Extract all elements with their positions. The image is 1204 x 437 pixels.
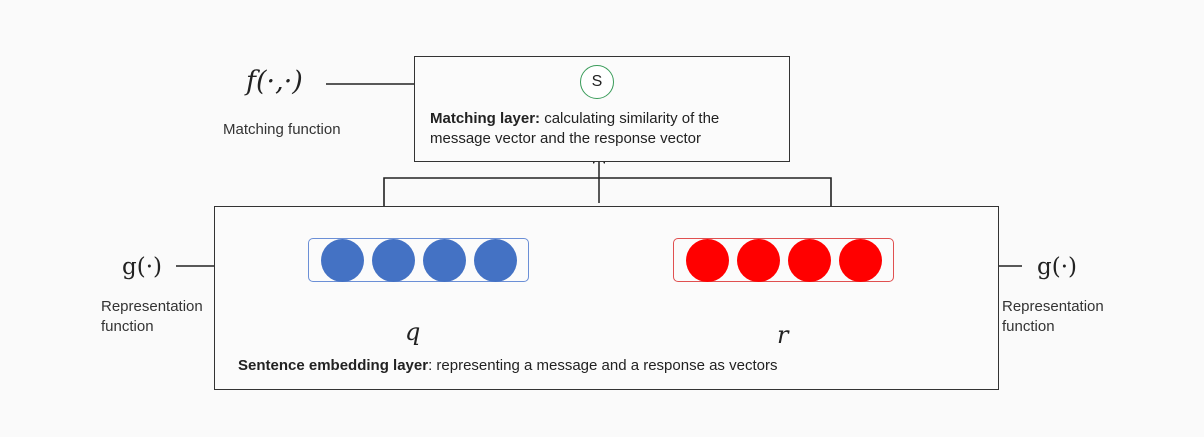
matching-function-symbol: f(·,·) xyxy=(246,66,303,97)
response-variable: r xyxy=(777,321,789,349)
matching-function-label: Matching function xyxy=(223,121,341,138)
embedding-layer-box xyxy=(214,206,999,390)
embedding-layer-desc: : representing a message and a response … xyxy=(428,357,778,374)
response-vector xyxy=(673,238,894,282)
query-vector-dim-4 xyxy=(474,238,517,282)
query-vector-dim-1 xyxy=(321,238,364,282)
left-representation-symbol: g(·) xyxy=(122,254,162,280)
matching-layer-title: Matching layer: xyxy=(430,110,541,127)
query-variable: q xyxy=(405,318,421,346)
embedding-layer-description: Sentence embedding layer: representing a… xyxy=(238,356,978,376)
similarity-score-label: S xyxy=(591,73,603,90)
query-vector-dim-2 xyxy=(372,238,415,282)
left-representation-label: Representation function xyxy=(101,297,203,337)
left-representation-label-1: Representation xyxy=(101,298,203,315)
right-representation-label-2: function xyxy=(1002,318,1055,335)
response-vector-dim-3 xyxy=(788,238,831,282)
embedding-layer-title: Sentence embedding layer xyxy=(238,357,429,374)
query-vector-dim-3 xyxy=(423,238,466,282)
response-vector-dim-2 xyxy=(737,238,780,282)
matching-layer-desc-2: message vector and the response vector xyxy=(430,130,701,147)
right-representation-label: Representation function xyxy=(1002,297,1104,337)
response-vector-dim-4 xyxy=(839,238,882,282)
right-representation-symbol: g(·) xyxy=(1037,254,1077,280)
similarity-score-node: S xyxy=(580,65,614,99)
response-vector-dim-1 xyxy=(686,238,729,282)
query-vector xyxy=(308,238,529,282)
right-representation-label-1: Representation xyxy=(1002,298,1104,315)
left-representation-label-2: function xyxy=(101,318,154,335)
matching-layer-description: Matching layer: calculating similarity o… xyxy=(430,109,780,149)
vector-join-bracket xyxy=(383,177,832,226)
matching-layer-desc-1: calculating similarity of the xyxy=(540,110,720,127)
